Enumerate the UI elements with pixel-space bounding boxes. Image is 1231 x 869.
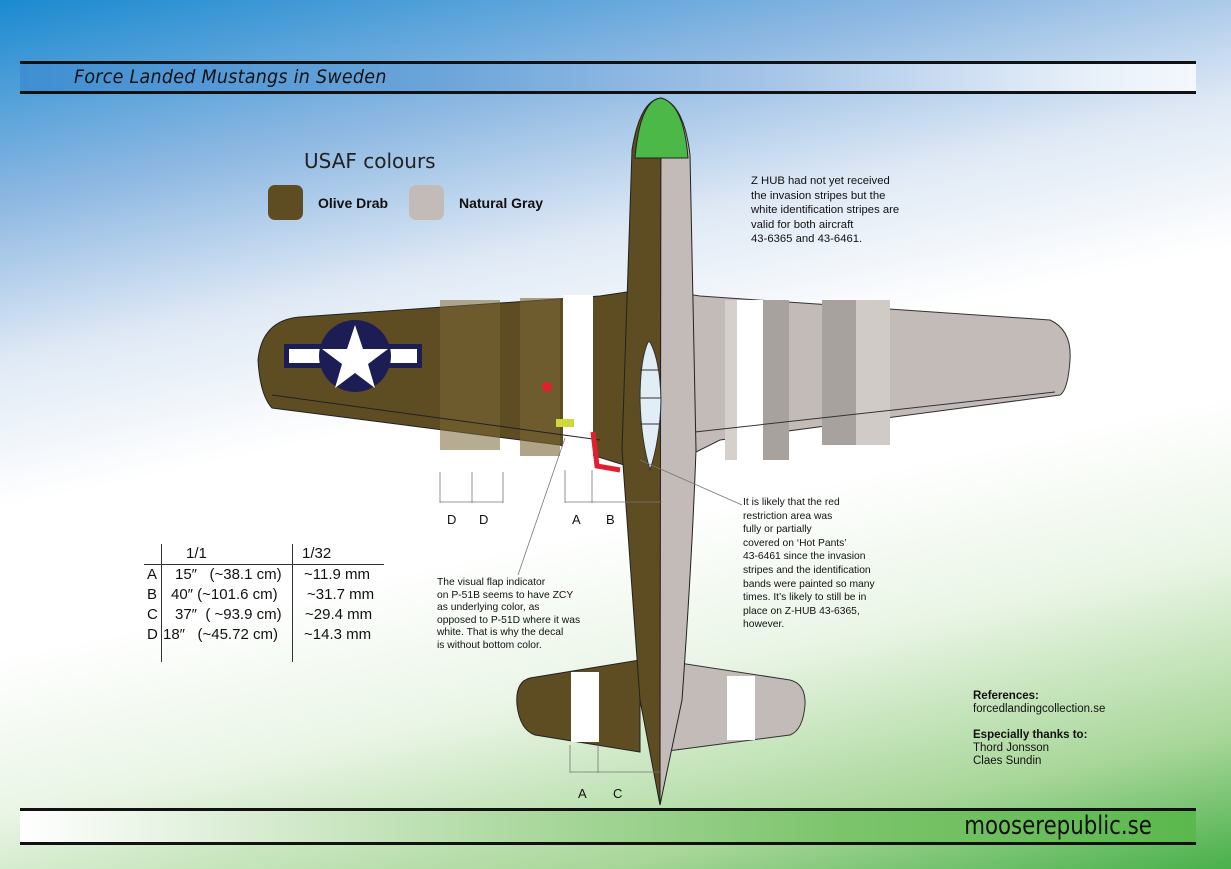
red-restriction-mark (590, 431, 621, 473)
left-wing-trailing-edge-line (271, 394, 601, 441)
flap-indicator-decal (556, 419, 574, 427)
site-link[interactable]: mooserepublic.se (964, 811, 1152, 841)
references-heading: References: (973, 690, 1039, 702)
right-tail-white-band (727, 676, 755, 740)
roundel-star (322, 325, 388, 388)
natural-gray-swatch (409, 185, 444, 220)
footer-bar: mooserepublic.se (20, 808, 1196, 845)
row-scale: ~14.3 mm (304, 626, 372, 643)
zhub-note: Z HUB had not yet received the invasion … (751, 175, 900, 245)
row-full: 37″ ( ~93.9 cm) (175, 606, 282, 623)
page-title: Force Landed Mustangs in Sweden (74, 66, 387, 88)
red-marker (542, 382, 552, 392)
natural-gray-label: Natural Gray (459, 195, 544, 211)
row-key: B (147, 586, 158, 603)
row-scale: ~31.7 mm (307, 586, 375, 603)
table-divider (144, 564, 384, 565)
left-wing-weathering (440, 300, 500, 450)
right-wing-trailing-edge-line (694, 391, 1056, 433)
thanks-heading: Especially thanks to: (973, 729, 1088, 741)
row-key: A (147, 566, 158, 583)
title-bar: Force Landed Mustangs in Sweden (20, 61, 1196, 94)
colours-heading: USAF colours (304, 149, 436, 173)
row-scale: ~29.4 mm (305, 606, 373, 623)
references-block: References: forcedlandingcollection.se E… (973, 690, 1105, 768)
dimension-label-d: D (479, 512, 489, 527)
right-wing-stripe-dark (763, 300, 789, 460)
dimension-label-a: A (572, 512, 581, 527)
fuselage-left (621, 97, 662, 806)
flap-indicator-note: The visual flap indicator on P-51B seems… (437, 577, 581, 651)
reference-link[interactable]: forcedlandingcollection.se (973, 703, 1106, 715)
dimension-label-c: C (613, 786, 623, 801)
right-wing-stripe-light (856, 300, 890, 445)
dimension-label-d: D (447, 512, 457, 527)
dimension-label-a: A (578, 786, 587, 801)
olive-drab-swatch (268, 185, 303, 220)
table-divider (161, 544, 162, 662)
left-wing-weathering (520, 298, 560, 456)
left-tail-white-band (571, 672, 599, 742)
row-key: D (147, 626, 158, 643)
header-1-32: 1/32 (302, 545, 332, 562)
row-scale: ~11.9 mm (304, 566, 370, 583)
thanks-name: Thord Jonsson (973, 742, 1050, 754)
left-wing-white-band (563, 295, 593, 465)
table-divider (292, 544, 293, 662)
row-key: C (147, 606, 158, 623)
olive-drab-label: Olive Drab (318, 195, 389, 211)
header-full-scale: 1/1 (186, 545, 207, 562)
row-full: 18″ (~45.72 cm) (163, 626, 278, 643)
right-wing-stripe-dark (822, 300, 856, 445)
restriction-note: It is likely that the red restriction ar… (743, 497, 875, 631)
canopy (639, 341, 662, 472)
dimension-lines (439, 437, 743, 773)
thanks-name: Claes Sundin (973, 755, 1042, 767)
dimension-label-b: B (606, 512, 615, 527)
dimension-table: 1/1 1/32 A 15″ (~38.1 cm) ~11.9 mm B 40″… (144, 544, 384, 662)
fuselage-right (659, 97, 697, 806)
spinner (634, 97, 689, 159)
row-full: 40″ (~101.6 cm) (171, 586, 278, 603)
right-wing-white-band (737, 300, 765, 460)
row-full: 15″ (~38.1 cm) (175, 566, 282, 583)
